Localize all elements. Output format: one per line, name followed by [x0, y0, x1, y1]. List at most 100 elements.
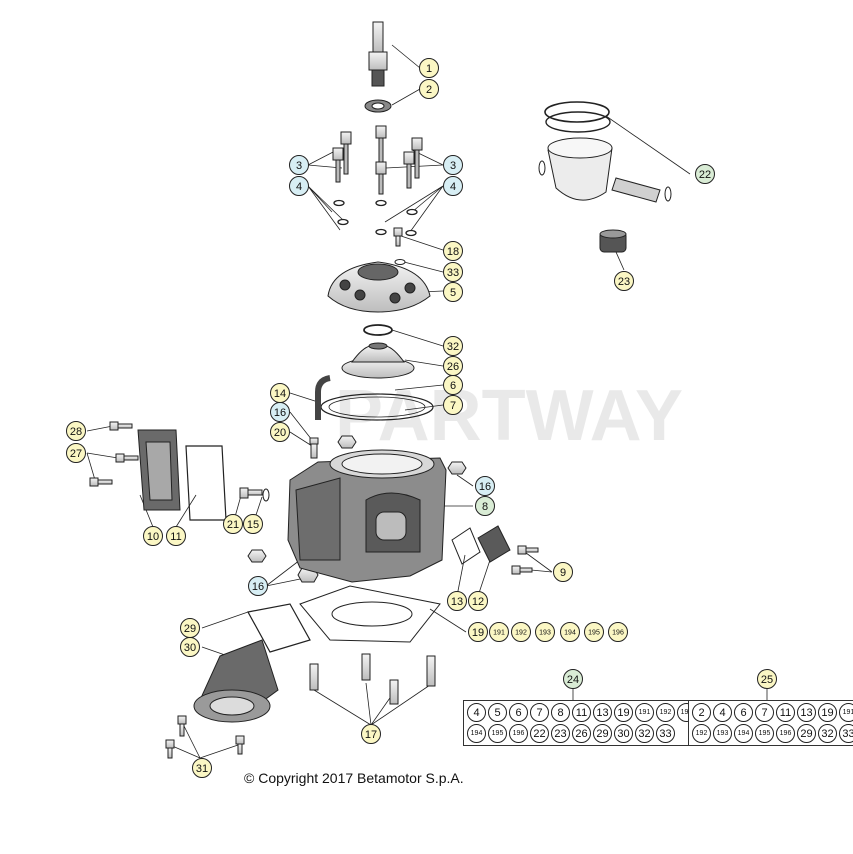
callout-label: 16: [274, 407, 286, 419]
kit-part-number: 4: [713, 703, 732, 722]
callout-30: 30: [180, 637, 200, 657]
gasket-11: [185, 445, 227, 521]
callout-label: 32: [447, 341, 459, 353]
kit-cell: 33: [838, 723, 853, 744]
callout-2: 2: [419, 79, 439, 99]
callout-label: 15: [247, 519, 259, 531]
callout-label: 2: [426, 84, 432, 96]
callout-label: 6: [450, 380, 456, 392]
gasket-29: [247, 603, 311, 653]
callout-19: 19: [468, 622, 488, 642]
nut-16-top: [337, 435, 357, 449]
callout-label: 12: [472, 596, 484, 608]
kit-cell: 195: [487, 723, 508, 744]
kit-part-number: 5: [488, 703, 507, 722]
callout-195: 195: [584, 622, 604, 642]
callout-circle: [695, 164, 715, 184]
callout-circle: [489, 622, 509, 642]
callout-circle: [66, 443, 86, 463]
callout-label: 3: [296, 160, 302, 172]
kit-part-number: 2: [692, 703, 711, 722]
clamp-bolts-31: [165, 715, 245, 759]
kit-part-number: 191: [635, 703, 654, 722]
kit-part-number: 32: [635, 724, 654, 743]
spark-plug-washer: [364, 99, 392, 113]
callout-circle: [757, 669, 777, 689]
kit-part-number: 193: [713, 724, 732, 743]
callout-label: 8: [482, 501, 488, 513]
callout-circle: [443, 395, 463, 415]
callout-circle: [475, 476, 495, 496]
callout-circle: [443, 241, 463, 261]
kit-cell: 193: [712, 723, 733, 744]
kit-part-number: 23: [551, 724, 570, 743]
reed-cover-10: [137, 429, 181, 511]
kit-part-number: 6: [509, 703, 528, 722]
callout-15: 15: [243, 514, 263, 534]
callout-23: 23: [614, 271, 634, 291]
kit-cell: 6: [508, 702, 529, 723]
kit-part-number: 196: [509, 724, 528, 743]
callout-24: 24: [563, 669, 583, 689]
callout-circle: [468, 622, 488, 642]
kit-part-number: 13: [797, 703, 816, 722]
kit-cell: 30: [613, 723, 634, 744]
kit-part-number: 30: [614, 724, 633, 743]
callout-32: 32: [443, 336, 463, 356]
callout-4: 4: [443, 176, 463, 196]
callout-circle: [584, 622, 604, 642]
callout-circle: [443, 176, 463, 196]
cylinder-head: [327, 261, 431, 313]
callout-label: 33: [447, 267, 459, 279]
callout-29: 29: [180, 618, 200, 638]
callout-circle: [419, 79, 439, 99]
needle-bearing-23: [599, 229, 627, 253]
callout-label: 4: [296, 181, 302, 193]
callout-circle: [468, 591, 488, 611]
callout-label: 10: [147, 531, 159, 543]
fitting-20: [309, 437, 319, 459]
kit-part-number: 4: [467, 703, 486, 722]
callout-11: 11: [166, 526, 186, 546]
kit-part-number: 19: [818, 703, 837, 722]
callout-13: 13: [447, 591, 467, 611]
kit-cell: 32: [817, 723, 838, 744]
callout-9: 9: [553, 562, 573, 582]
exhaust-flange-12-13: [451, 525, 511, 565]
kit-part-number: 7: [530, 703, 549, 722]
callout-label: 4: [450, 181, 456, 193]
kit-cell: 13: [592, 702, 613, 723]
callout-label: 191: [493, 630, 505, 637]
kit-cell: 32: [634, 723, 655, 744]
kit-cell: 4: [712, 702, 733, 723]
callout-circle: [361, 724, 381, 744]
callout-circle: [443, 282, 463, 302]
callout-circle: [192, 758, 212, 778]
callout-label: 19: [472, 627, 484, 639]
callout-circle: [443, 262, 463, 282]
kit-part-number: 195: [755, 724, 774, 743]
kit-cell: 19: [817, 702, 838, 723]
callout-26: 26: [443, 356, 463, 376]
callout-196: 196: [608, 622, 628, 642]
kit-part-number: 26: [572, 724, 591, 743]
kit-cell: 194: [466, 723, 487, 744]
kit-part-number: 22: [530, 724, 549, 743]
kit-cell: 194: [733, 723, 754, 744]
kit-cell: 7: [529, 702, 550, 723]
kit-cell: 29: [592, 723, 613, 744]
watermark-text: PARTWAY: [335, 376, 683, 456]
callout-4: 4: [289, 176, 309, 196]
kit-part-number: 6: [734, 703, 753, 722]
callout-21: 21: [223, 514, 243, 534]
callout-circle: [447, 591, 467, 611]
callout-28: 28: [66, 421, 86, 441]
callout-label: 196: [612, 630, 624, 637]
kit-cell: 196: [508, 723, 529, 744]
callout-191: 191: [489, 622, 509, 642]
callout-circle: [443, 336, 463, 356]
kit-cell: 191: [838, 702, 853, 723]
kit-part-number: 29: [593, 724, 612, 743]
